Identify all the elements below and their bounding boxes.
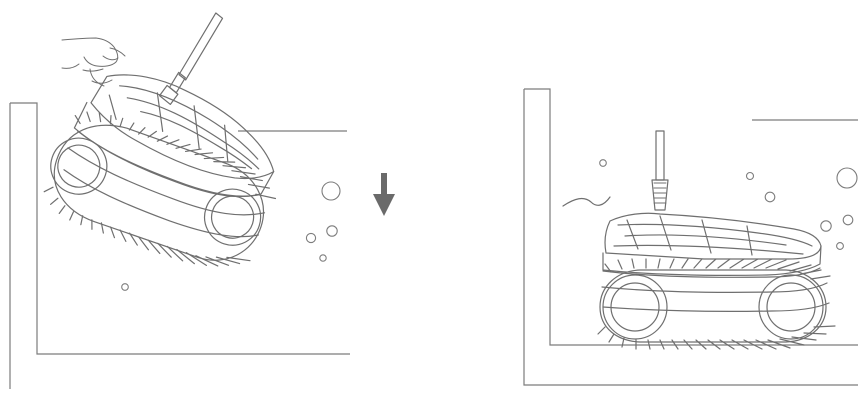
- bubble-icon: [305, 232, 317, 244]
- left-panel: [9, 12, 395, 389]
- right-pool-wall: [524, 88, 858, 346]
- bubble-icon: [319, 254, 327, 262]
- wave-icon: [562, 196, 611, 207]
- bubble-icon: [836, 167, 858, 189]
- right-panel: [523, 88, 858, 386]
- bubble-icon: [764, 191, 776, 203]
- bubble-icon: [836, 242, 844, 250]
- bubble-icon: [599, 159, 607, 167]
- right-pool-floor-extension: [523, 89, 858, 386]
- bubble-icon: [326, 225, 338, 237]
- bubble-icon: [842, 214, 854, 226]
- pool-cleaner-robot-tilted: [43, 12, 277, 267]
- bubble-icon: [820, 220, 832, 232]
- left-pool-wall: [10, 102, 350, 355]
- hand-icon: [61, 37, 126, 87]
- down-arrow-icon: [373, 173, 395, 216]
- bubble-icon: [121, 283, 129, 291]
- pool-cleaner-robot-resting: [597, 130, 836, 350]
- bubble-icon: [321, 181, 341, 201]
- bubble-icon: [745, 171, 755, 181]
